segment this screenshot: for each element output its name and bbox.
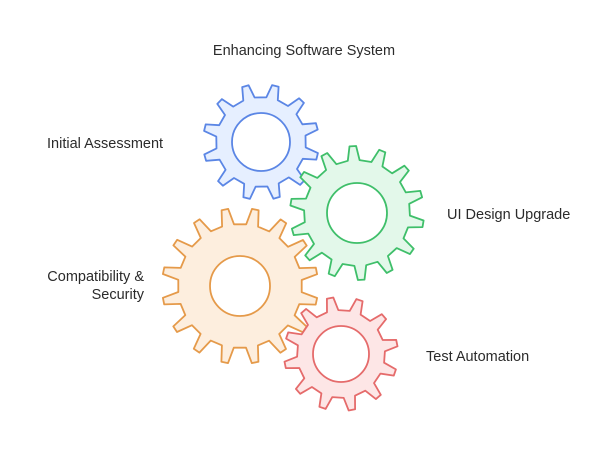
initial-assessment-gear-hole [231, 112, 291, 172]
diagram-title: Enhancing Software System [212, 43, 396, 59]
compatibility-security-gear-hole [209, 255, 271, 317]
ui-design-upgrade-gear [289, 145, 425, 281]
compatibility-security-label: Compatibility & Security [47, 269, 144, 303]
ui-design-upgrade-label: UI Design Upgrade [447, 207, 571, 223]
test-automation-gear-hole [312, 325, 370, 383]
initial-assessment-gear [203, 84, 319, 200]
initial-assessment-label: Initial Assessment [47, 136, 164, 152]
test-automation-label: Test Automation [426, 349, 530, 365]
compatibility-security-gear [162, 208, 318, 364]
test-automation-gear [283, 296, 399, 412]
ui-design-upgrade-gear-hole [326, 182, 388, 244]
